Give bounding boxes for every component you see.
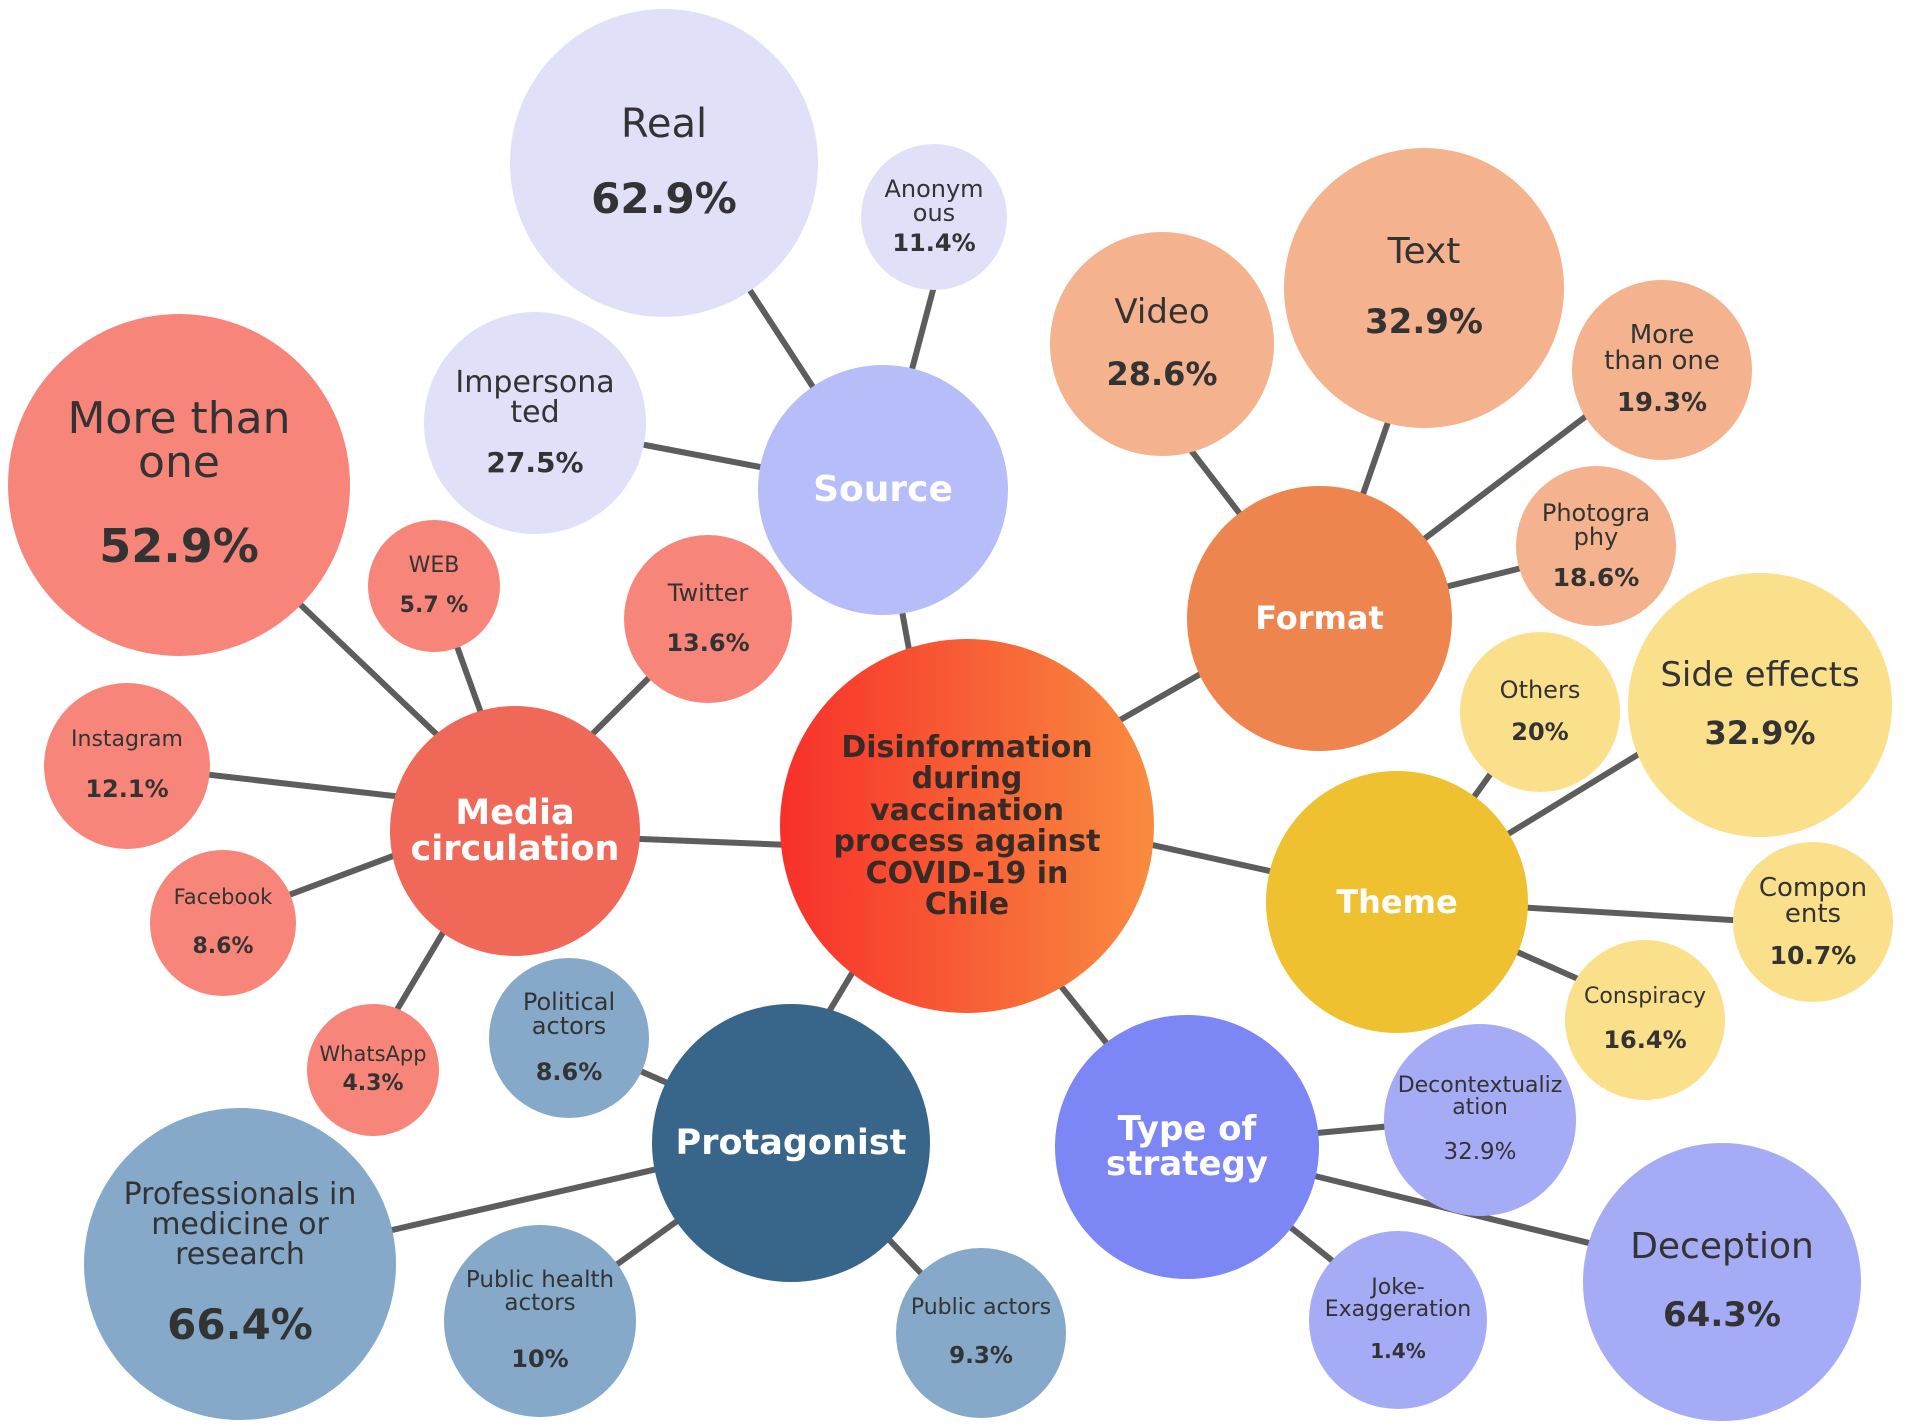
hub-format: Format bbox=[1187, 486, 1452, 751]
leaf-theme-side: Side effects 32.9% bbox=[1628, 573, 1892, 837]
hub-label: Media circulation bbox=[410, 792, 620, 869]
leaf-value: 11.4% bbox=[892, 229, 976, 257]
leaf-prot-publicactors: Public actors 9.3% bbox=[896, 1248, 1066, 1418]
leaf-value: 10% bbox=[511, 1345, 569, 1373]
leaf-value: 5.7 % bbox=[399, 592, 469, 618]
leaf-label: Impersona ted bbox=[455, 364, 615, 430]
hub-label: Protagonist bbox=[675, 1122, 907, 1163]
leaf-strategy-decontext: Decontextualiz ation 32.9% bbox=[1384, 1024, 1576, 1216]
leaf-label: WhatsApp bbox=[319, 1042, 427, 1066]
leaf-value: 32.9% bbox=[1704, 714, 1816, 752]
leaf-media-facebook: Facebook 8.6% bbox=[150, 850, 296, 996]
hub-label: Theme bbox=[1336, 882, 1458, 921]
leaf-value: 8.6% bbox=[535, 1058, 603, 1086]
leaf-label: Side effects bbox=[1660, 655, 1860, 695]
leaf-strategy-joke: Joke- Exaggeration 1.4% bbox=[1309, 1231, 1487, 1409]
leaf-value: 66.4% bbox=[167, 1299, 313, 1349]
leaf-label: Twitter bbox=[667, 579, 749, 607]
hub-media-circulation: Media circulation bbox=[390, 706, 640, 956]
leaf-label: WEB bbox=[408, 552, 460, 578]
leaf-format-more: More than one 19.3% bbox=[1572, 280, 1752, 460]
leaf-media-instagram: Instagram 12.1% bbox=[44, 683, 210, 849]
center-label: Disinformation during vaccination proces… bbox=[833, 729, 1101, 922]
hub-source: Source bbox=[758, 365, 1008, 615]
leaf-prot-professionals: Professionals in medicine or research 66… bbox=[84, 1108, 396, 1420]
leaf-value: 18.6% bbox=[1552, 562, 1640, 592]
leaf-label: Decontextualiz ation bbox=[1397, 1073, 1563, 1120]
leaf-prot-publichealth: Public health actors 10% bbox=[444, 1225, 636, 1417]
leaf-source-anonymous: Anonym ous 11.4% bbox=[861, 144, 1007, 290]
leaf-strategy-deception: Deception 64.3% bbox=[1583, 1143, 1861, 1421]
leaf-value: 13.6% bbox=[666, 629, 750, 657]
leaf-theme-conspiracy: Conspiracy 16.4% bbox=[1565, 940, 1725, 1100]
leaf-media-whatsapp: WhatsApp 4.3% bbox=[307, 1004, 439, 1136]
leaf-value: 16.4% bbox=[1603, 1026, 1687, 1054]
leaf-media-web: WEB 5.7 % bbox=[368, 520, 500, 652]
leaf-source-impersonated: Impersona ted 27.5% bbox=[424, 312, 646, 534]
leaf-value: 10.7% bbox=[1769, 940, 1857, 970]
leaf-label: Public health actors bbox=[465, 1267, 615, 1316]
leaf-label: Facebook bbox=[173, 885, 273, 909]
leaf-value: 27.5% bbox=[486, 445, 584, 479]
leaf-value: 20% bbox=[1511, 718, 1569, 746]
hub-theme: Theme bbox=[1266, 771, 1528, 1033]
leaf-label: Conspiracy bbox=[1584, 984, 1706, 1009]
leaf-label: Compon ents bbox=[1758, 872, 1868, 929]
leaf-theme-components: Compon ents 10.7% bbox=[1733, 842, 1893, 1002]
leaf-media-twitter: Twitter 13.6% bbox=[624, 535, 792, 703]
center-bubble-fill bbox=[780, 639, 1154, 1013]
leaf-value: 19.3% bbox=[1616, 388, 1708, 418]
leaf-label: Text bbox=[1387, 231, 1461, 272]
hub-strategy: Type of strategy bbox=[1055, 1015, 1319, 1279]
leaf-format-video: Video 28.6% bbox=[1050, 232, 1274, 456]
leaf-value: 32.9% bbox=[1443, 1139, 1517, 1165]
leaf-label: More than one bbox=[1604, 320, 1720, 376]
leaf-value: 8.6% bbox=[192, 934, 254, 959]
hub-label: Type of strategy bbox=[1105, 1108, 1268, 1184]
leaf-theme-others: Others 20% bbox=[1460, 632, 1620, 792]
leaf-label: Professionals in medicine or research bbox=[123, 1176, 357, 1272]
leaf-prot-political: Political actors 8.6% bbox=[489, 958, 649, 1118]
hub-label: Format bbox=[1255, 599, 1384, 638]
leaf-source-real: Real 62.9% bbox=[510, 9, 818, 317]
leaf-value: 28.6% bbox=[1106, 355, 1218, 393]
leaf-media-more: More than one 52.9% bbox=[8, 314, 350, 656]
leaf-label: More than one bbox=[67, 393, 291, 488]
leaf-label: Joke- Exaggeration bbox=[1324, 1275, 1472, 1322]
leaf-label: Instagram bbox=[71, 727, 183, 752]
hub-protagonist: Protagonist bbox=[652, 1004, 930, 1282]
leaf-value: 9.3% bbox=[949, 1343, 1013, 1369]
leaf-label: Video bbox=[1114, 292, 1210, 332]
leaf-label: Real bbox=[620, 100, 708, 147]
leaf-value: 32.9% bbox=[1365, 302, 1483, 342]
leaf-format-photo: Photogra phy 18.6% bbox=[1516, 466, 1676, 626]
leaf-label: Public actors bbox=[910, 1295, 1052, 1320]
leaf-value: 12.1% bbox=[85, 775, 169, 803]
leaf-value: 1.4% bbox=[1370, 1339, 1426, 1363]
leaf-label: Anonym ous bbox=[884, 175, 984, 227]
leaf-label: Photogra phy bbox=[1541, 498, 1651, 551]
hub-label: Source bbox=[813, 469, 953, 511]
leaf-format-text: Text 32.9% bbox=[1284, 148, 1564, 428]
leaf-value: 4.3% bbox=[342, 1071, 404, 1096]
leaf-label: Others bbox=[1499, 676, 1581, 704]
leaf-label: Deception bbox=[1630, 1226, 1814, 1267]
leaf-value: 62.9% bbox=[591, 173, 737, 223]
leaf-label: Political actors bbox=[522, 988, 616, 1040]
center-bubble: Disinformation during vaccination proces… bbox=[780, 639, 1154, 1013]
leaf-value: 64.3% bbox=[1663, 1295, 1781, 1335]
leaf-value: 52.9% bbox=[99, 519, 259, 573]
